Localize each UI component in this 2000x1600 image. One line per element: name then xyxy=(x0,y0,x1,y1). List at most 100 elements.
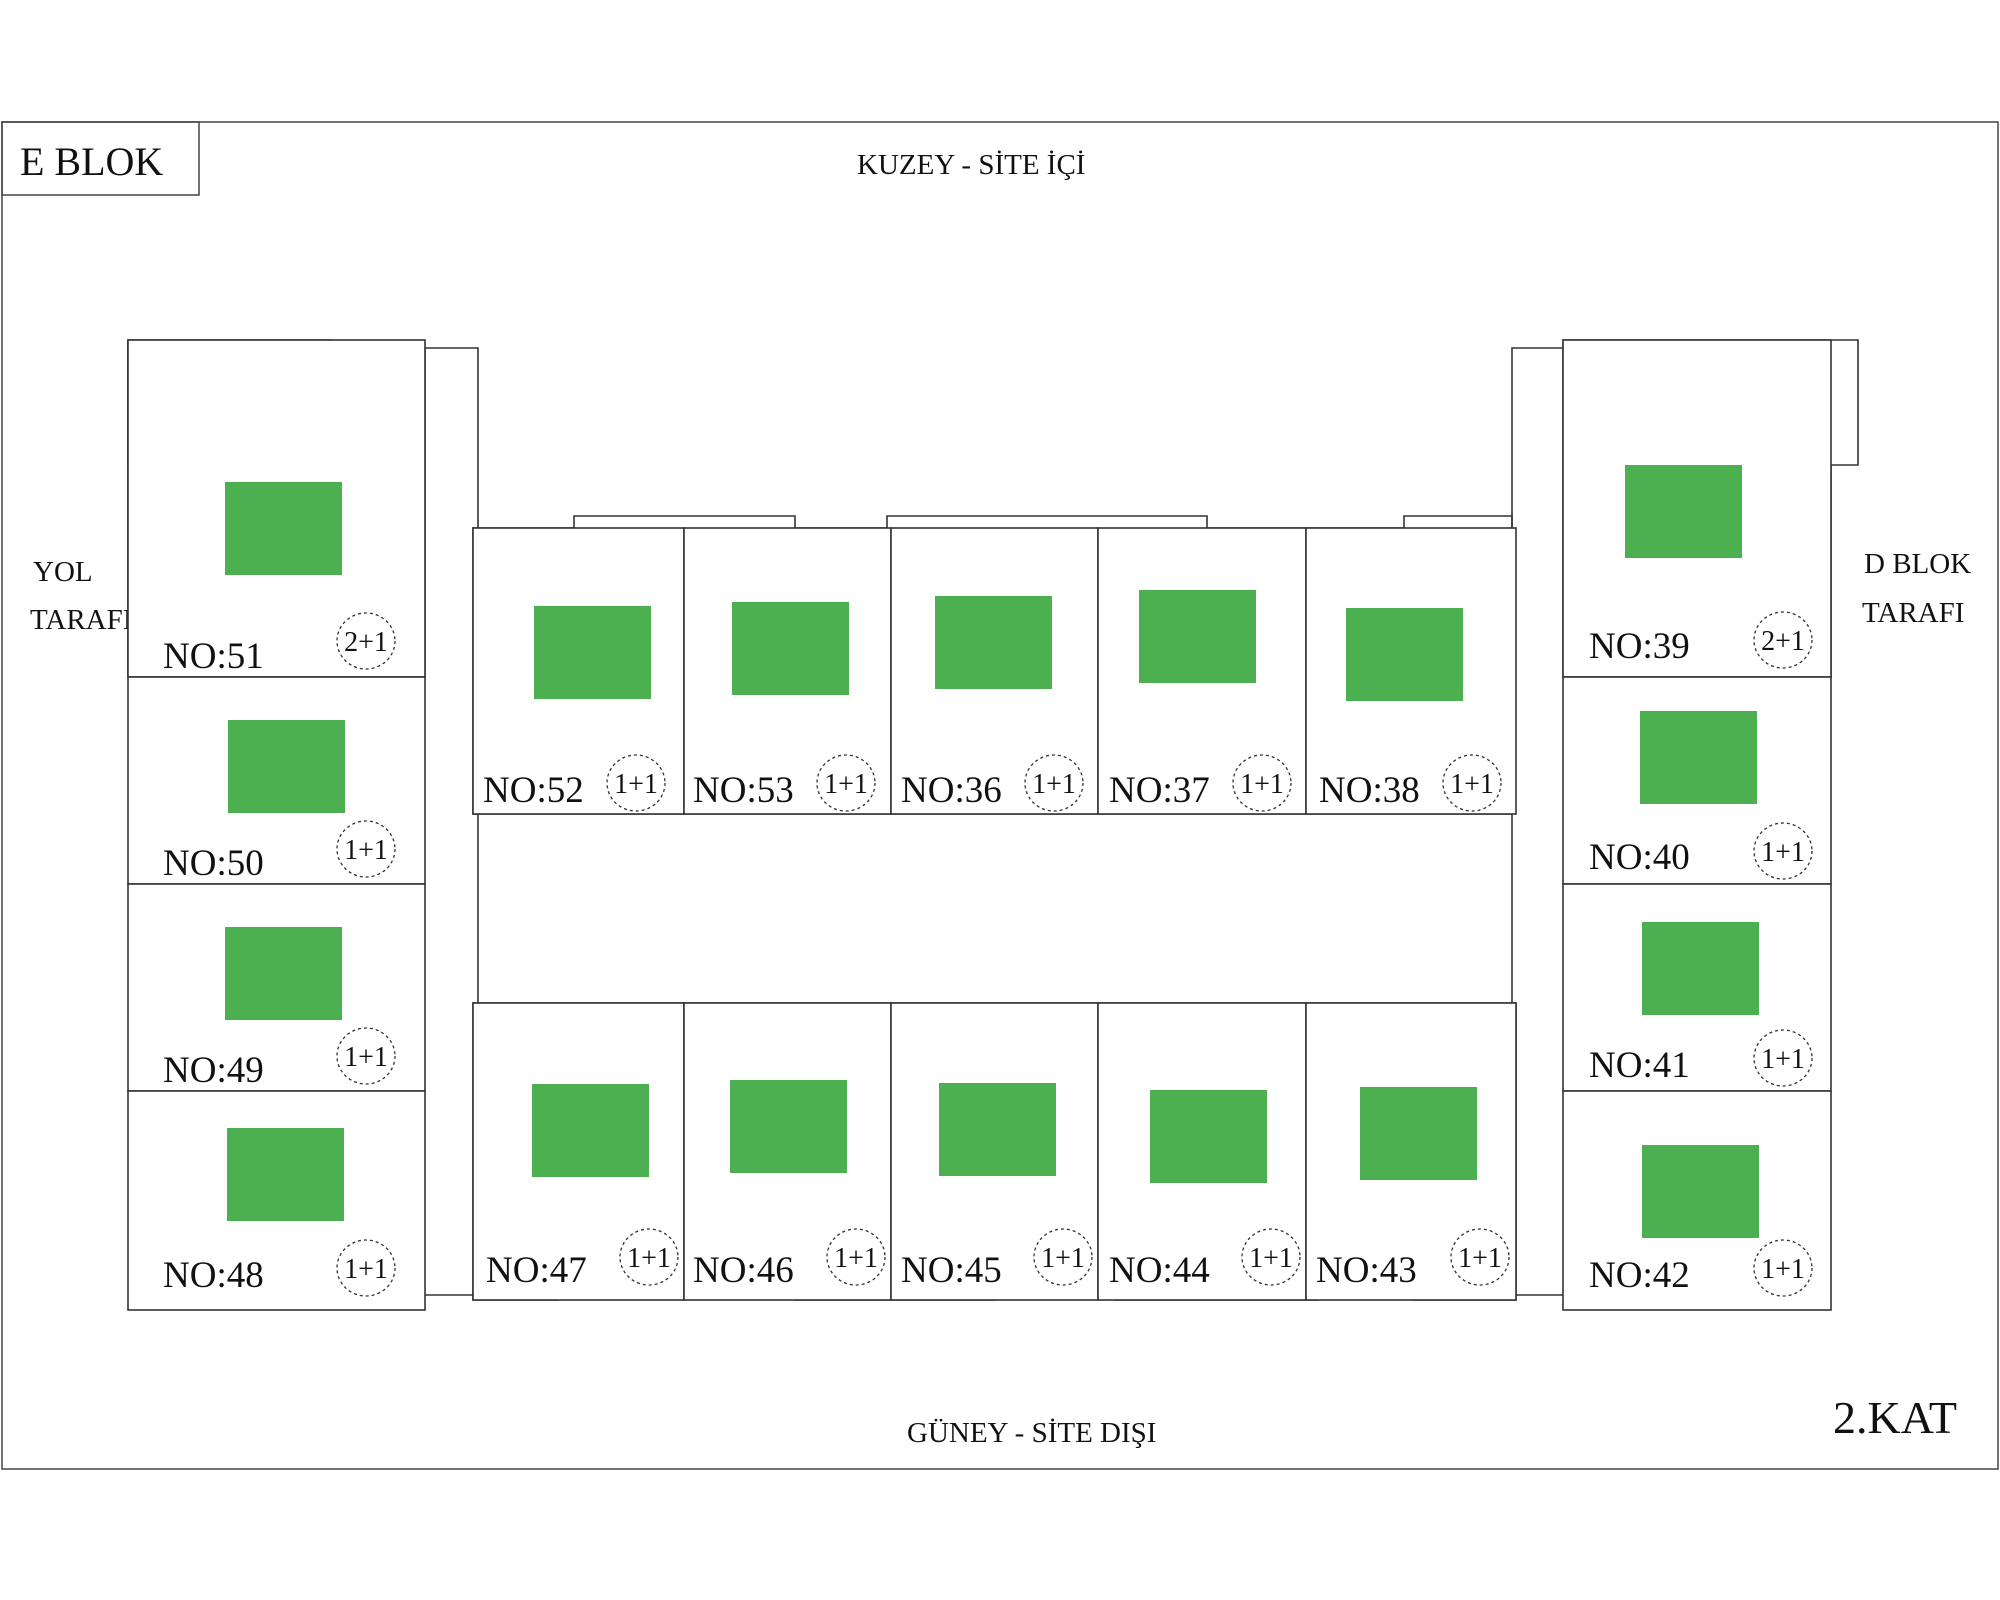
unit-number: NO:52 xyxy=(483,770,584,811)
room-block xyxy=(730,1080,847,1173)
unit-type-circle xyxy=(1241,1228,1301,1286)
unit-no-36: NO:36 1+1 xyxy=(890,527,1099,815)
unit-no-51: NO:51 2+1 xyxy=(127,339,426,678)
unit-no-50: NO:50 1+1 xyxy=(127,676,426,885)
room-block xyxy=(225,927,342,1020)
room-block xyxy=(939,1083,1056,1176)
unit-no-49: NO:49 1+1 xyxy=(127,883,426,1092)
unit-type-circle xyxy=(1232,754,1292,812)
unit-type-circle xyxy=(336,612,396,670)
unit-type-circle xyxy=(606,754,666,812)
room-block xyxy=(935,596,1052,689)
unit-number: NO:50 xyxy=(163,843,264,884)
unit-number: NO:36 xyxy=(901,770,1002,811)
unit-type-circle xyxy=(1753,611,1813,669)
unit-type-circle xyxy=(1753,1239,1813,1297)
unit-no-37: NO:37 1+1 xyxy=(1097,527,1307,815)
unit-type-circle xyxy=(619,1228,679,1286)
unit-number: NO:38 xyxy=(1319,770,1420,811)
room-block xyxy=(1346,608,1463,701)
unit-type-circle xyxy=(1033,1228,1093,1286)
room-block xyxy=(227,1128,344,1221)
west-label-line1: YOL xyxy=(33,556,93,588)
unit-no-53: NO:53 1+1 xyxy=(683,527,892,815)
south-label: GÜNEY - SİTE DIŞI xyxy=(907,1417,1156,1449)
north-label: KUZEY - SİTE İÇİ xyxy=(857,149,1085,181)
unit-type: 2+1 xyxy=(344,627,388,658)
unit-type-circle xyxy=(1024,754,1084,812)
unit-type: 1+1 xyxy=(1032,769,1076,800)
room-block xyxy=(1640,711,1757,804)
unit-number: NO:48 xyxy=(163,1255,264,1296)
unit-type: 1+1 xyxy=(627,1243,671,1274)
block-title: E BLOK xyxy=(20,139,163,184)
unit-type: 1+1 xyxy=(1761,837,1805,868)
block-title-box xyxy=(1,121,200,196)
unit-type-circle xyxy=(1753,1029,1813,1087)
unit-no-45: NO:45 1+1 xyxy=(890,1002,1099,1301)
unit-no-42: NO:42 1+1 xyxy=(1562,1090,1832,1311)
unit-number: NO:44 xyxy=(1109,1250,1210,1291)
unit-type-circle xyxy=(1450,1228,1510,1286)
unit-no-41: NO:41 1+1 xyxy=(1562,883,1832,1092)
unit-no-46: NO:46 1+1 xyxy=(683,1002,892,1301)
unit-no-44: NO:44 1+1 xyxy=(1097,1002,1307,1301)
unit-type: 1+1 xyxy=(1761,1254,1805,1285)
unit-number: NO:37 xyxy=(1109,770,1210,811)
unit-type: 1+1 xyxy=(344,835,388,866)
room-block xyxy=(1150,1090,1267,1183)
unit-no-47: NO:47 1+1 xyxy=(472,1002,685,1301)
room-block xyxy=(532,1084,649,1177)
unit-number: NO:49 xyxy=(163,1050,264,1091)
room-block xyxy=(225,482,342,575)
unit-number: NO:43 xyxy=(1316,1250,1417,1291)
unit-number: NO:53 xyxy=(693,770,794,811)
unit-type-circle xyxy=(1753,822,1813,880)
unit-type-circle xyxy=(1442,754,1502,812)
unit-number: NO:42 xyxy=(1589,1255,1690,1296)
unit-type: 1+1 xyxy=(1450,769,1494,800)
room-block xyxy=(1642,922,1759,1015)
unit-number: NO:40 xyxy=(1589,837,1690,878)
room-block xyxy=(534,606,651,699)
room-block xyxy=(1642,1145,1759,1238)
unit-no-52: NO:52 1+1 xyxy=(472,527,685,815)
room-block xyxy=(1360,1087,1477,1180)
drawing-frame xyxy=(1,121,1999,1470)
room-block xyxy=(732,602,849,695)
unit-no-40: NO:40 1+1 xyxy=(1562,676,1832,885)
unit-number: NO:45 xyxy=(901,1250,1002,1291)
unit-type-circle xyxy=(336,1239,396,1297)
room-block xyxy=(1139,590,1256,683)
unit-type: 1+1 xyxy=(1761,1044,1805,1075)
unit-no-38: NO:38 1+1 xyxy=(1305,527,1517,815)
unit-number: NO:46 xyxy=(693,1250,794,1291)
unit-type-circle xyxy=(336,820,396,878)
unit-number: NO:51 xyxy=(163,636,264,677)
unit-type: 1+1 xyxy=(344,1254,388,1285)
unit-type: 1+1 xyxy=(824,769,868,800)
floor-label: 2.KAT xyxy=(1833,1392,1957,1443)
unit-type-circle xyxy=(336,1027,396,1085)
room-block xyxy=(228,720,345,813)
unit-no-39: NO:39 2+1 xyxy=(1562,339,1832,678)
unit-type-circle xyxy=(826,1228,886,1286)
unit-type: 1+1 xyxy=(1240,769,1284,800)
west-label-line2: TARAFI xyxy=(30,604,132,636)
unit-type: 2+1 xyxy=(1761,626,1805,657)
unit-type: 1+1 xyxy=(1041,1243,1085,1274)
unit-type: 1+1 xyxy=(344,1042,388,1073)
east-label-line2: TARAFI xyxy=(1862,597,1964,629)
room-block xyxy=(1625,465,1742,558)
east-label-line1: D BLOK xyxy=(1864,548,1971,580)
unit-type: 1+1 xyxy=(1458,1243,1502,1274)
unit-type: 1+1 xyxy=(614,769,658,800)
unit-type: 1+1 xyxy=(1249,1243,1293,1274)
unit-number: NO:41 xyxy=(1589,1045,1690,1086)
unit-number: NO:39 xyxy=(1589,626,1690,667)
unit-no-48: NO:48 1+1 xyxy=(127,1090,426,1311)
unit-type-circle xyxy=(816,754,876,812)
unit-type: 1+1 xyxy=(834,1243,878,1274)
unit-number: NO:47 xyxy=(486,1250,587,1291)
